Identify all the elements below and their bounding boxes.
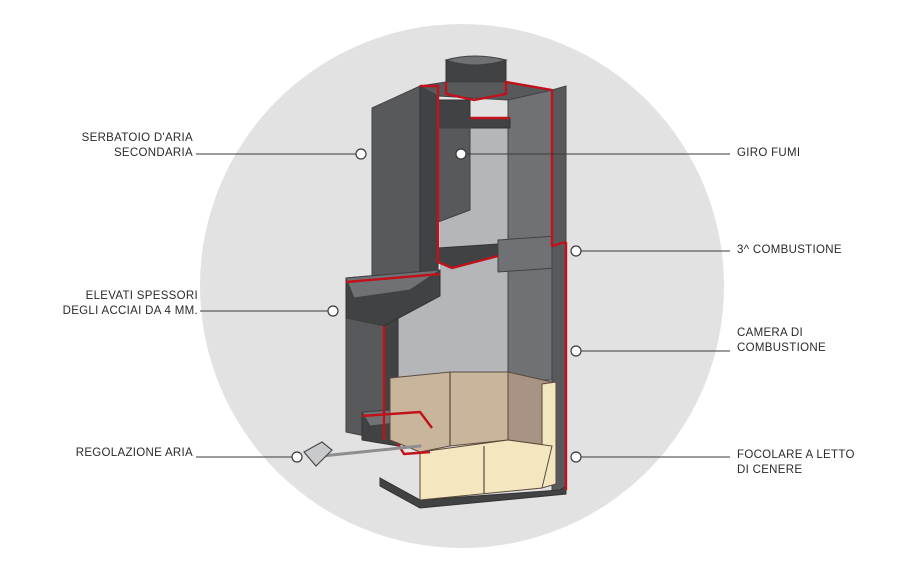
smoke-baffle-inner bbox=[437, 127, 471, 223]
label-serbatoio-line1: SERBATOIO D'ARIA bbox=[81, 132, 193, 144]
label-giro-fumi-line1: GIRO FUMI bbox=[737, 147, 801, 159]
label-camera-line2: COMBUSTIONE bbox=[737, 342, 826, 354]
label-spessori-line2: DEGLI ACCIAI DA 4 MM. bbox=[62, 305, 198, 317]
label-serbatoio: SERBATOIO D'ARIA SECONDARIA bbox=[82, 131, 193, 161]
firebrick-floor bbox=[419, 439, 553, 501]
callout-marker-camera bbox=[570, 345, 582, 357]
air-handle[interactable] bbox=[303, 441, 333, 467]
label-spessori-line1: ELEVATI SPESSORI bbox=[85, 290, 198, 302]
label-terza-combustione: 3^ COMBUSTIONE bbox=[737, 243, 842, 258]
label-focolare-line2: DI CENERE bbox=[737, 464, 803, 476]
label-terza-combustione-line1: 3^ COMBUSTIONE bbox=[737, 244, 842, 256]
chamber-right-wall bbox=[507, 89, 553, 381]
callout-marker-combustione bbox=[570, 245, 582, 257]
label-camera-line1: CAMERA DI bbox=[737, 327, 803, 339]
secondary-air-tank bbox=[371, 85, 421, 301]
third-combustion-plate bbox=[497, 235, 557, 273]
callout-marker-serbatoio bbox=[355, 148, 367, 160]
callout-markers bbox=[291, 148, 582, 463]
label-focolare-line1: FOCOLARE A LETTO bbox=[737, 449, 855, 461]
callout-marker-giro-fumi bbox=[455, 148, 467, 160]
callout-marker-regolazione bbox=[291, 451, 303, 463]
stove-body bbox=[303, 55, 568, 509]
label-focolare: FOCOLARE A LETTO DI CENERE bbox=[737, 448, 855, 478]
label-giro-fumi: GIRO FUMI bbox=[737, 146, 800, 161]
label-spessori: ELEVATI SPESSORI DEGLI ACCIAI DA 4 MM. bbox=[63, 289, 198, 319]
flue-collar-top bbox=[444, 55, 508, 66]
leader-lines bbox=[196, 153, 730, 458]
callout-marker-focolare bbox=[570, 451, 582, 463]
callout-marker-spessori bbox=[327, 305, 339, 317]
firebrick-center bbox=[449, 371, 509, 447]
label-camera: CAMERA DI COMBUSTIONE bbox=[737, 326, 826, 356]
label-serbatoio-line2: SECONDARIA bbox=[113, 147, 193, 159]
label-regolazione-line1: REGOLAZIONE ARIA bbox=[75, 447, 193, 459]
air-rod bbox=[320, 444, 422, 458]
label-regolazione: REGOLAZIONE ARIA bbox=[76, 446, 193, 461]
secondary-air-tank-front bbox=[419, 85, 439, 279]
